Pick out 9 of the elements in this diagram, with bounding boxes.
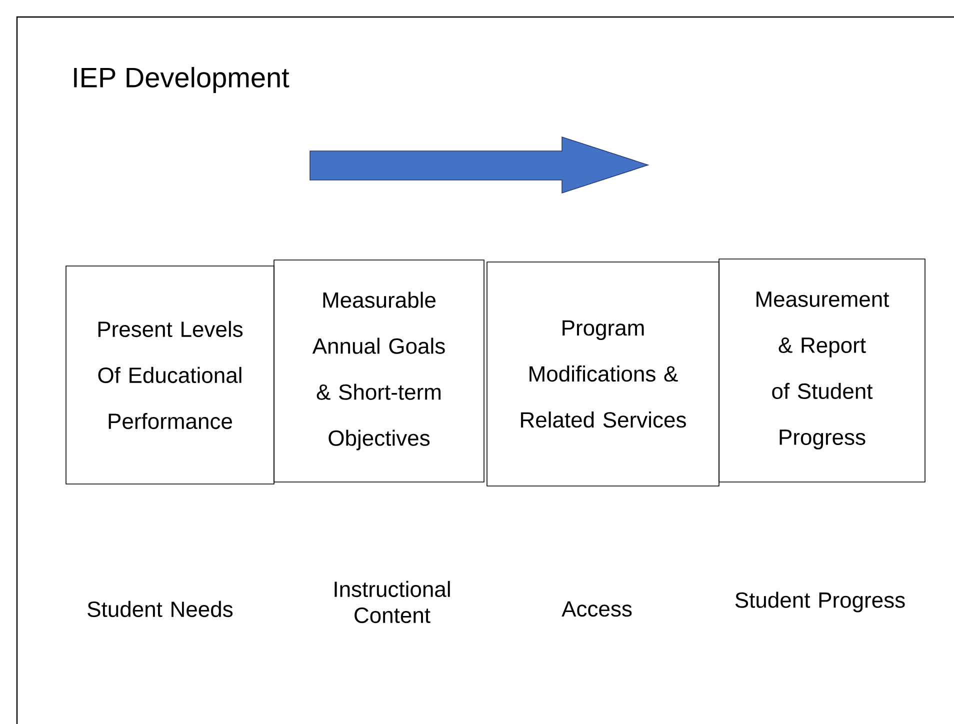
text-box: Measurement & Report of Student Progress bbox=[718, 258, 926, 482]
column-label: Student Needs bbox=[88, 600, 233, 618]
text-box: Present Levels Of Educational Performance bbox=[66, 266, 274, 484]
text-box: Measurable Annual Goals & Short-term Objectives bbox=[274, 260, 484, 482]
text-box: Program Modifications & Related Services bbox=[486, 262, 720, 486]
column-label: Access bbox=[562, 601, 632, 617]
title: IEP Development bbox=[74, 66, 290, 94]
column-label: Student Progress bbox=[735, 592, 905, 612]
column-label: Instructional Content bbox=[334, 580, 450, 624]
